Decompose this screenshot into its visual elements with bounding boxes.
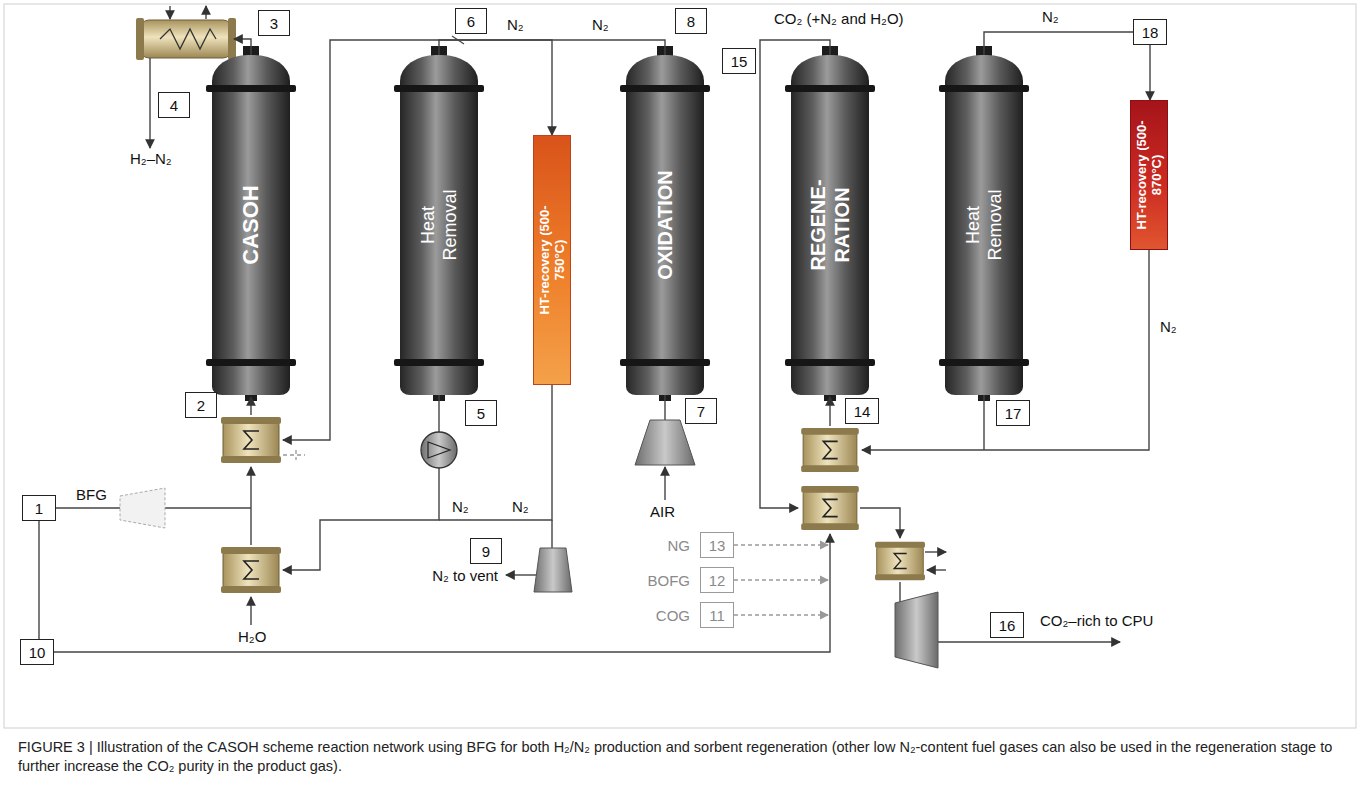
stream-label: N₂ — [590, 16, 611, 33]
stream-number: 3 — [258, 10, 290, 36]
callout-number: 15 — [731, 53, 748, 70]
stream-number: 18 — [1133, 19, 1167, 45]
stream-label: BOFG — [645, 572, 692, 589]
reactor-label: Heat Removal — [417, 175, 461, 275]
callout-number: 1 — [35, 500, 43, 517]
stream-number: 7 — [685, 398, 717, 424]
callout-number: 7 — [697, 403, 705, 420]
callout-number: 17 — [1005, 405, 1022, 422]
callout-number: 6 — [467, 13, 475, 30]
callout-number: 3 — [270, 15, 278, 32]
stream-label: N₂ — [450, 498, 471, 515]
callout-number: 13 — [709, 537, 726, 554]
vessel-flange — [206, 85, 296, 92]
vessel-flange — [785, 359, 875, 366]
stream-number: 11 — [700, 602, 734, 628]
reactor-vessel: REGENE- RATION — [791, 55, 869, 395]
vessel-flange — [939, 85, 1029, 92]
stream-number: 13 — [700, 532, 734, 558]
reactor-label: REGENE- RATION — [806, 165, 854, 285]
stream-number: 5 — [465, 400, 497, 426]
stream-label: CO₂–rich to CPU — [1038, 612, 1155, 629]
callout-number: 2 — [197, 397, 205, 414]
reactor-vessel: CASOH — [212, 55, 290, 395]
callout-number: 5 — [477, 405, 485, 422]
vessel-flange — [785, 85, 875, 92]
stream-label: H₂–N₂ — [128, 150, 174, 167]
stream-label: NG — [666, 537, 693, 554]
callout-number: 9 — [482, 543, 490, 560]
stream-label: BFG — [74, 486, 109, 503]
vessel-flange — [939, 359, 1029, 366]
heat-recovery-unit: HT-recovery (500-870°C) — [1130, 100, 1168, 250]
vessel-flange — [620, 85, 710, 92]
vessel-flange — [394, 359, 484, 366]
callout-number: 8 — [687, 13, 695, 30]
heat-recovery-unit: HT-recovery (500-750°C) — [533, 135, 571, 385]
vessel-flange — [206, 359, 296, 366]
unit-label: HT-recovery (500-750°C) — [537, 200, 567, 320]
callout-number: 12 — [709, 572, 726, 589]
stream-number: 2 — [185, 392, 217, 418]
reactor-label: OXIDATION — [653, 105, 677, 345]
reactor-vessel: Heat Removal — [400, 55, 478, 395]
stream-label: H₂O — [236, 628, 268, 645]
callout-number: 10 — [29, 644, 46, 661]
callout-number: 16 — [999, 617, 1016, 634]
stream-number: 17 — [996, 400, 1030, 426]
stream-label: N₂ — [510, 498, 531, 515]
flow-line — [984, 32, 1133, 55]
stream-label: N₂ — [1158, 318, 1179, 335]
reactor-vessel: OXIDATION — [626, 55, 704, 395]
stream-number: 8 — [675, 8, 707, 34]
stream-number: 4 — [158, 92, 190, 118]
stream-label: COG — [654, 607, 692, 624]
vessel-flange — [394, 85, 484, 92]
stream-number: 6 — [455, 8, 487, 34]
stream-label: N₂ — [505, 16, 526, 33]
stream-number: 15 — [722, 48, 756, 74]
callout-number: 4 — [170, 97, 178, 114]
figure-caption: FIGURE 3 | Illustration of the CASOH sch… — [18, 738, 1338, 776]
stream-number: 10 — [20, 639, 54, 665]
stream-number: 16 — [990, 612, 1024, 638]
reactor-label: Heat Removal — [962, 175, 1006, 275]
stream-label: N₂ — [1040, 8, 1061, 25]
stream-number: 9 — [470, 538, 502, 564]
callout-number: 14 — [854, 403, 871, 420]
stream-label: CO₂ (+N₂ and H₂O) — [772, 10, 906, 27]
callout-number: 11 — [709, 607, 725, 624]
reactor-vessel: Heat Removal — [945, 55, 1023, 395]
reactor-label: CASOH — [238, 105, 264, 345]
vessel-flange — [620, 359, 710, 366]
stream-label: AIR — [648, 503, 677, 520]
stream-number: 1 — [22, 495, 56, 521]
flow-line — [1149, 45, 1150, 100]
stream-number: 12 — [700, 567, 734, 593]
stream-label: N₂ to vent — [430, 567, 500, 584]
stream-number: 14 — [845, 398, 879, 424]
unit-label: HT-recovery (500-870°C) — [1134, 115, 1164, 235]
callout-number: 18 — [1142, 24, 1159, 41]
